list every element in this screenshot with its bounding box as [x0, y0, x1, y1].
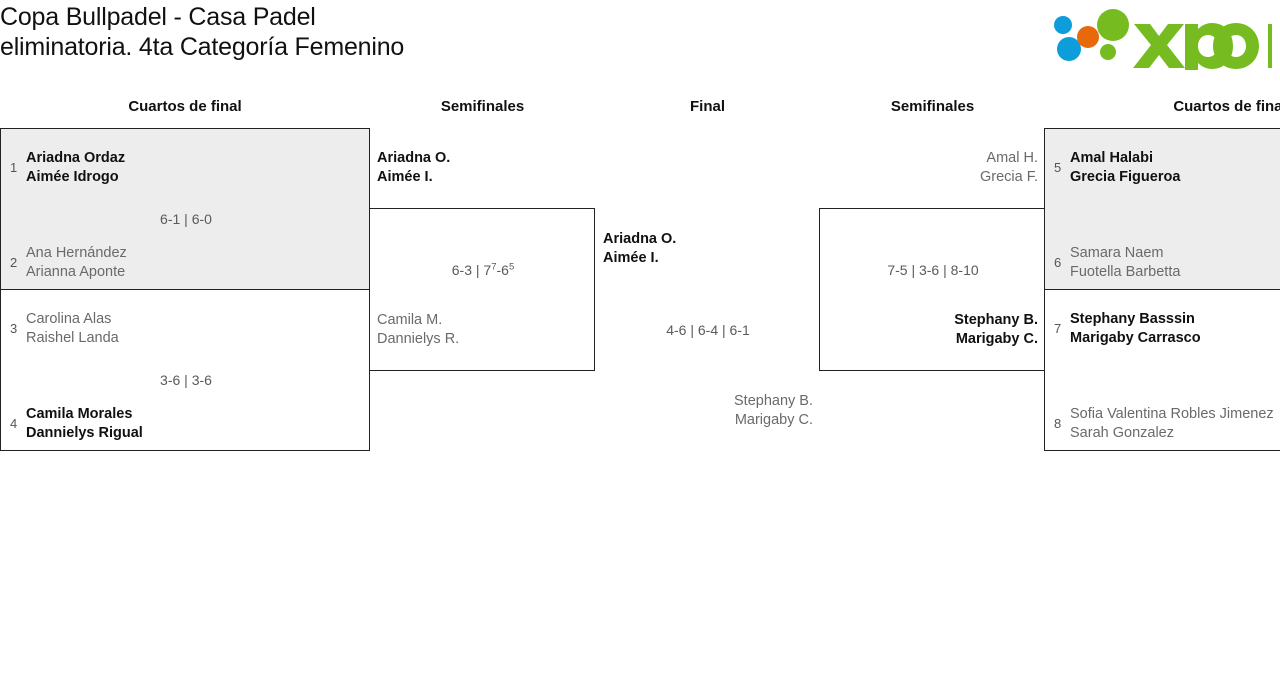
round-header-final: Final	[689, 98, 725, 115]
qf4-top-player2: Marigaby Carrasco	[1070, 330, 1201, 346]
sf2-top-player1: Amal H.	[986, 150, 1038, 166]
round-header-qf-right: Cuartos de final	[1173, 98, 1280, 115]
qf1-bottom-player2: Arianna Aponte	[26, 264, 126, 280]
qf4-bottom-seed: 8	[1054, 416, 1062, 431]
qf2-bottom-seed: 4	[10, 416, 18, 431]
match-sf1[interactable]: 6-3 | 77-65	[369, 208, 595, 371]
sf1-score-sup1: 7	[491, 261, 497, 273]
logo-dot-orange	[1077, 26, 1099, 48]
qf1-top-player2: Aimée Idrogo	[26, 169, 119, 185]
qf2-top-player2: Raishel Landa	[26, 330, 119, 346]
qf3-team-top[interactable]: 5 Amal Halabi Grecia Figueroa	[1054, 149, 1180, 187]
sf1-score-mid: -6	[496, 262, 509, 278]
final-left-player2: Aimée I.	[603, 250, 659, 266]
sf2-team-top[interactable]: Amal H. Grecia F.	[820, 149, 1038, 187]
qf2-top-seed: 3	[10, 321, 18, 336]
qf3-top-player2: Grecia Figueroa	[1070, 169, 1181, 185]
sf1-team-top[interactable]: Ariadna O. Aimée I.	[377, 149, 450, 187]
bracket: 1 Ariadna Ordaz Aimée Idrogo 6-1 | 6-0 2…	[0, 118, 1280, 678]
qf3-bottom-player2: Fuotella Barbetta	[1070, 264, 1181, 280]
match-qf1[interactable]: 1 Ariadna Ordaz Aimée Idrogo 6-1 | 6-0 2…	[0, 128, 370, 290]
sf2-score: 7-5 | 3-6 | 8-10	[887, 262, 979, 278]
qf1-team-bottom[interactable]: 2 Ana Hernández Arianna Aponte	[10, 244, 127, 282]
qf4-team-top[interactable]: 7 Stephany Basssin Marigaby Carrasco	[1054, 310, 1201, 348]
sf2-top-player2: Grecia F.	[979, 169, 1038, 185]
final-score: 4-6 | 6-4 | 6-1	[666, 322, 750, 338]
logo-dot-green-small	[1100, 44, 1116, 60]
qf4-score: 6-1 | 6-0	[1045, 371, 1280, 389]
qf3-bottom-player1: Samara Naem	[1070, 245, 1164, 261]
sf1-bottom-player1: Camila M.	[377, 312, 443, 328]
xporty-logo[interactable]	[1044, 8, 1272, 70]
qf2-bottom-player2: Dannielys Rigual	[26, 425, 143, 441]
qf3-score: 78-66 | 6-1	[1045, 210, 1280, 228]
logo-dot-blue-bottom	[1057, 37, 1081, 61]
qf1-top-player1: Ariadna Ordaz	[26, 150, 126, 166]
qf3-top-seed: 5	[1054, 160, 1062, 175]
final-right-player1: Stephany B.	[734, 393, 813, 409]
qf1-score: 6-1 | 6-0	[160, 211, 212, 227]
match-sf2[interactable]: 7-5 | 3-6 | 8-10	[819, 208, 1045, 371]
round-header-qf-left: Cuartos de final	[128, 98, 242, 115]
qf1-bottom-seed: 2	[10, 255, 18, 270]
final-left-player1: Ariadna O.	[603, 231, 677, 247]
match-qf2[interactable]: 3 Carolina Alas Raishel Landa 3-6 | 3-6 …	[0, 289, 370, 451]
sf1-score-pre: 6-3 | 7	[451, 262, 492, 278]
logo-dot-blue-top	[1054, 16, 1072, 34]
qf4-top-seed: 7	[1054, 321, 1062, 336]
qf1-team-top[interactable]: 1 Ariadna Ordaz Aimée Idrogo	[10, 149, 125, 187]
sf1-score: 6-3 | 77-65	[370, 261, 596, 279]
qf4-bottom-player2: Sarah Gonzalez	[1070, 425, 1174, 441]
qf4-top-player1: Stephany Basssin	[1070, 311, 1195, 327]
round-header-sf-right: Semifinales	[890, 98, 975, 115]
round-header-sf-left: Semifinales	[440, 98, 525, 115]
logo-wordmark	[1133, 23, 1272, 70]
sf2-team-bottom[interactable]: Stephany B. Marigaby C.	[820, 311, 1038, 349]
match-qf4[interactable]: 7 Stephany Basssin Marigaby Carrasco 6-1…	[1044, 289, 1280, 451]
sf2-bottom-player1: Stephany B.	[954, 312, 1038, 328]
page-header: Copa Bullpadel - Casa Padel eliminatoria…	[0, 0, 1280, 95]
sf1-bottom-player2: Dannielys R.	[377, 331, 460, 347]
final-team-right[interactable]: Stephany B. Marigaby C.	[595, 392, 813, 430]
logo-dot-green-big	[1097, 9, 1129, 41]
qf2-score: 3-6 | 3-6	[160, 372, 212, 388]
match-qf3[interactable]: 5 Amal Halabi Grecia Figueroa 78-66 | 6-…	[1044, 128, 1280, 290]
sf1-score-sup2: 5	[508, 261, 515, 273]
qf2-team-bottom[interactable]: 4 Camila Morales Dannielys Rigual	[10, 405, 143, 443]
sf2-bottom-player2: Marigaby C.	[955, 331, 1038, 347]
sf1-team-bottom[interactable]: Camila M. Dannielys R.	[377, 311, 459, 349]
qf3-team-bottom[interactable]: 6 Samara Naem Fuotella Barbetta	[1054, 244, 1180, 282]
sf1-top-player2: Aimée I.	[377, 169, 433, 185]
qf3-bottom-seed: 6	[1054, 255, 1062, 270]
final-team-left[interactable]: Ariadna O. Aimée I.	[603, 230, 676, 268]
qf3-top-player1: Amal Halabi	[1070, 150, 1153, 166]
sf1-top-player1: Ariadna O.	[377, 150, 451, 166]
qf2-top-player1: Carolina Alas	[26, 311, 112, 327]
final-right-player2: Marigaby C.	[734, 412, 813, 428]
page-title: Copa Bullpadel - Casa Padel eliminatoria…	[0, 3, 405, 61]
qf4-bottom-player1: Sofia Valentina Robles Jimenez	[1070, 406, 1274, 422]
qf1-bottom-player1: Ana Hernández	[26, 245, 127, 261]
qf1-top-seed: 1	[10, 160, 18, 175]
qf2-team-top[interactable]: 3 Carolina Alas Raishel Landa	[10, 310, 119, 348]
qf2-bottom-player1: Camila Morales	[26, 406, 133, 422]
qf4-team-bottom[interactable]: 8 Sofia Valentina Robles Jimenez Sarah G…	[1054, 405, 1274, 443]
xporty-logo-svg	[1054, 9, 1272, 70]
